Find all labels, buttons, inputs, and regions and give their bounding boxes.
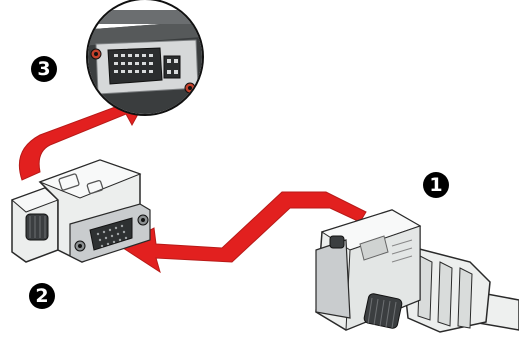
vga-plug-icon [315, 209, 519, 333]
step-badge-2: 2 [29, 283, 55, 309]
dvi-vga-adapter-icon [11, 159, 151, 263]
step-badge-1: 1 [423, 172, 449, 198]
step-badge-3: 3 [31, 56, 57, 82]
dvi-port-icon [86, 0, 204, 116]
